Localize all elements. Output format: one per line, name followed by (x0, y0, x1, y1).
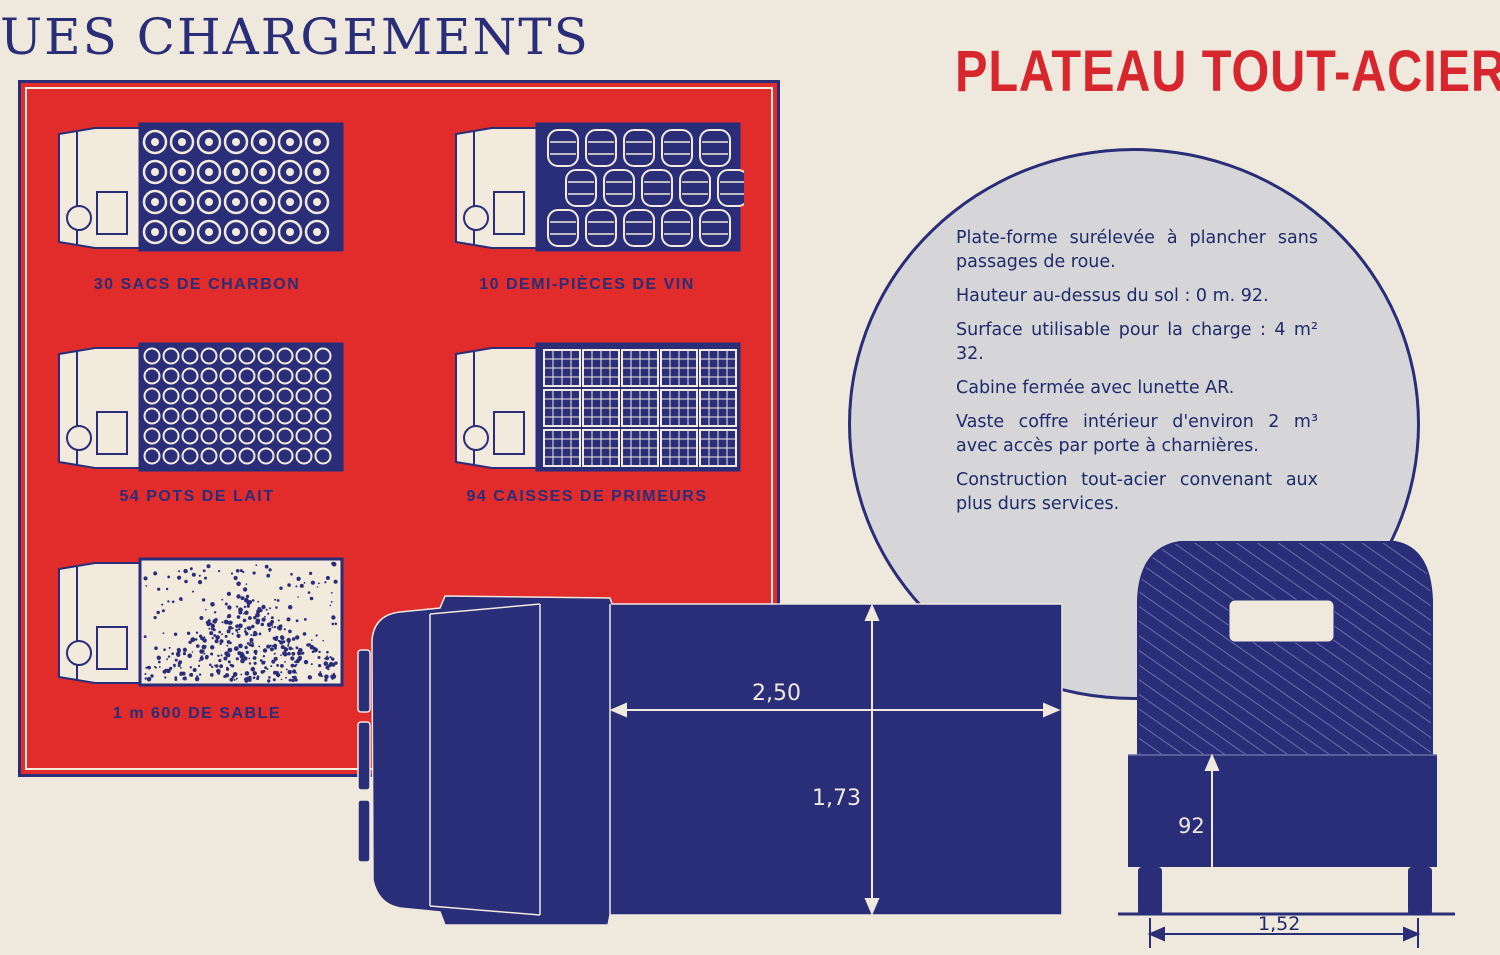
load-sand-illustration (55, 555, 345, 690)
load-crates-illustration (452, 340, 742, 475)
track-dimension: 1,52 (1258, 913, 1301, 935)
section-title-chargements: UES CHARGEMENTS (0, 8, 590, 66)
page-title-plateau: PLATEAU TOUT-ACIER (955, 39, 1500, 104)
load-caption: 10 DEMI-PIÈCES DE VIN (479, 276, 695, 293)
spec-item: Surface utilisable pour la charge : 4 m²… (956, 320, 1318, 364)
spec-item: Hauteur au-dessus du sol : 0 m. 92. (956, 286, 1269, 306)
spec-list: Plate-forme surélevée à plancher sans pa… (956, 226, 1318, 526)
length-dimension: 2,50 (752, 681, 801, 706)
load-caption: 94 CAISSES DE PRIMEURS (466, 488, 708, 505)
load-sacks-illustration (55, 120, 345, 255)
load-barrels-illustration (452, 120, 744, 255)
spec-item: Construction tout-acier convenant aux pl… (956, 470, 1318, 514)
height-dimension: 92 (1178, 814, 1205, 838)
load-caption: 54 POTS DE LAIT (119, 488, 275, 505)
load-caption: 1 m 600 DE SABLE (112, 705, 282, 722)
width-dimension: 1,73 (812, 786, 861, 811)
spec-item: Vaste coffre intérieur d'environ 2 m³ av… (956, 412, 1318, 456)
load-caption: 30 SACS DE CHARBON (93, 276, 301, 293)
load-milk-pots-illustration (55, 340, 345, 475)
spec-item: Cabine fermée avec lunette AR. (956, 378, 1235, 398)
spec-item: Plate-forme surélevée à plancher sans pa… (956, 228, 1318, 272)
